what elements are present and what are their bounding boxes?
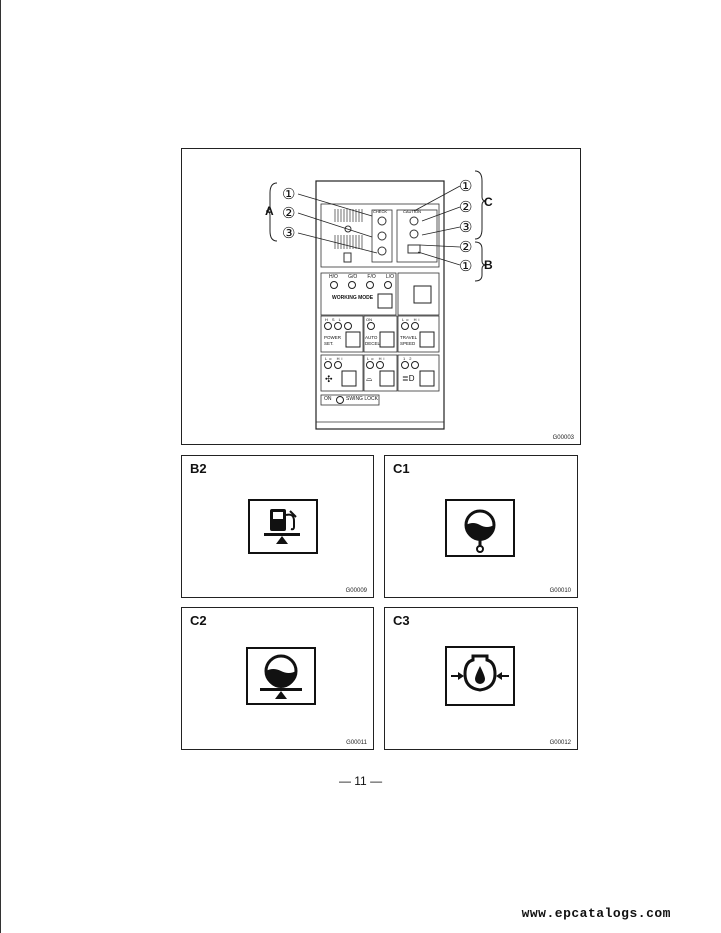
callout-b-2: ②	[459, 239, 473, 256]
figure-c1: C1 G00010	[384, 455, 578, 598]
swing-lock-label: SWING LOCK	[346, 396, 378, 402]
figure-title: B2	[190, 461, 207, 476]
check-label: CHECK	[373, 209, 387, 214]
figure-code: G00010	[549, 588, 571, 594]
callout-a-3: ③	[282, 225, 296, 242]
fan-icon: ✣	[325, 374, 333, 384]
coolant-level-icon	[260, 654, 302, 699]
callout-a-1: ①	[282, 186, 296, 203]
auto-decel-led-label: ON	[366, 317, 372, 322]
callout-c-3: ③	[459, 219, 473, 236]
page-number: — 11 —	[338, 774, 383, 788]
swing-on-label: ON	[324, 396, 332, 402]
figure-title: C2	[190, 613, 207, 628]
coolant-temperature-icon	[464, 509, 496, 553]
power-set-led-row	[324, 322, 352, 330]
figure-title: C3	[393, 613, 410, 628]
fuel-level-icon	[264, 509, 300, 544]
figure-c3: C3 G00012	[384, 607, 578, 750]
auto-decel-led	[367, 322, 375, 330]
monitor-panel-drawing: CHECK CAUTION	[265, 170, 487, 430]
mode-label-go: G/O	[348, 274, 358, 280]
mode-label-ho: H/O	[329, 274, 338, 280]
travel-speed-led-labels: Lo Hi	[402, 317, 422, 322]
callout-c-1: ①	[459, 178, 473, 195]
website-link[interactable]: www.epcatalogs.com	[521, 906, 671, 921]
group-label-a: A	[265, 204, 274, 218]
symbol-box	[246, 647, 316, 705]
travel-speed-led-row	[401, 322, 419, 330]
mode-label-lo: L/O	[385, 274, 394, 280]
light-led-labels: 12	[403, 356, 416, 361]
fan-led-row	[324, 361, 342, 369]
symbol-box	[445, 499, 515, 557]
light-led-row	[401, 361, 419, 369]
mode-labels: H/O G/O F/O L/O	[329, 274, 394, 280]
figure-c2: C2 G00011	[181, 607, 374, 750]
mode-label-fo: F/O	[367, 274, 376, 280]
group-label-b: B	[484, 258, 493, 272]
oil-pressure-icon	[451, 654, 509, 692]
mode-leds	[330, 281, 392, 289]
working-mode-label: WORKING MODE	[332, 295, 374, 301]
figure-code: G00011	[346, 740, 367, 746]
power-set-leds: HSL	[325, 317, 345, 322]
figure-title: C1	[393, 461, 410, 476]
figure-b2: B2 G00009	[181, 455, 374, 598]
group-label-c: C	[484, 195, 493, 209]
caution-label: CAUTION	[403, 209, 421, 214]
monitor-panel-figure: CHECK CAUTION	[181, 148, 581, 445]
callout-b-1: ①	[459, 258, 473, 275]
wiper-led-row	[366, 361, 384, 369]
symbol-box	[248, 499, 318, 554]
callout-c-2: ②	[459, 199, 473, 216]
figure-code: G00009	[345, 588, 367, 594]
callout-a-2: ②	[282, 205, 296, 222]
fan-led-labels: Lo Hi	[325, 356, 345, 361]
figure-code: G00012	[549, 740, 571, 746]
light-icon: ≣D	[402, 374, 415, 383]
symbol-box	[445, 646, 515, 706]
wiper-led-labels: Lo Hi	[367, 356, 387, 361]
wiper-icon: ⌓	[366, 374, 373, 383]
figure-code: G00003	[552, 435, 574, 441]
page-edge-line	[0, 0, 1, 933]
